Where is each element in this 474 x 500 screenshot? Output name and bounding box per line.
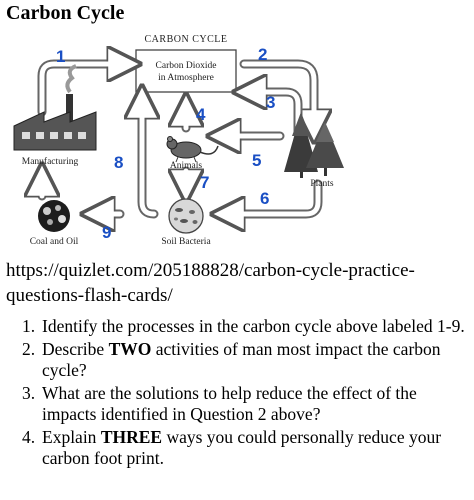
plants-label: Plants bbox=[310, 179, 334, 189]
coal-icon bbox=[38, 200, 70, 232]
arrow-manufacturing-to-atmosphere bbox=[37, 64, 128, 117]
question-emphasis: TWO bbox=[108, 338, 152, 359]
factory-icon bbox=[13, 64, 97, 151]
bacteria-label: Soil Bacteria bbox=[161, 237, 211, 247]
label-6: 6 bbox=[260, 189, 269, 208]
source-url-line2: questions-flash-cards/ bbox=[6, 285, 173, 306]
question-number: 1. bbox=[22, 316, 36, 336]
carbon-cycle-diagram: CARBON CYCLE Carbon Dioxide in Atmospher… bbox=[13, 34, 344, 247]
label-7: 7 bbox=[200, 173, 209, 192]
arrow-atmosphere-to-plants bbox=[239, 59, 314, 130]
arrow-bacteria-to-atmosphere bbox=[142, 98, 154, 219]
manufacturing-label: Manufacturing bbox=[22, 156, 79, 167]
bacteria-icon bbox=[168, 198, 204, 234]
coal-label: Coal and Oil bbox=[30, 237, 79, 247]
question-item: 4. Explain THREE ways you could personall… bbox=[22, 427, 468, 470]
question-text: ways you could personally reduce your ca… bbox=[42, 426, 442, 469]
question-number: 4. bbox=[22, 426, 36, 447]
source-url-line1: https://quizlet.com/205188828/carbon-cyc… bbox=[6, 260, 415, 281]
label-3: 3 bbox=[266, 93, 275, 112]
label-2: 2 bbox=[258, 45, 267, 64]
label-1: 1 bbox=[56, 47, 65, 66]
question-text: What are the solutions to help reduce th… bbox=[42, 382, 417, 425]
question-number: 3. bbox=[22, 382, 36, 403]
atmosphere-box: Carbon Dioxide in Atmosphere bbox=[135, 49, 237, 93]
arrow-plants-to-bacteria bbox=[224, 179, 323, 214]
arrow-plants-to-atmosphere bbox=[246, 92, 303, 137]
animals-label: Animals bbox=[170, 161, 202, 171]
animal-icon bbox=[166, 136, 219, 163]
diagram-heading: CARBON CYCLE bbox=[145, 34, 228, 45]
question-text: Explain bbox=[42, 426, 101, 447]
question-item: 2. Describe TWO activities of man most im… bbox=[22, 339, 468, 382]
trees-icon bbox=[284, 112, 344, 178]
page-title: Carbon Cycle bbox=[6, 2, 125, 24]
label-4: 4 bbox=[196, 105, 206, 124]
question-emphasis: THREE bbox=[100, 426, 163, 447]
atmosphere-label-line1: Carbon Dioxide bbox=[156, 61, 217, 71]
question-list: 1. Identify the processes in the carbon c… bbox=[22, 316, 468, 471]
label-8: 8 bbox=[114, 153, 123, 172]
question-text: activities of man most impact the carbon… bbox=[42, 338, 441, 381]
question-text: Identify the processes in the carbon cyc… bbox=[42, 316, 465, 336]
atmosphere-label-line2: in Atmosphere bbox=[158, 73, 214, 83]
question-item: 3. What are the solutions to help reduce … bbox=[22, 383, 468, 426]
question-item: 1. Identify the processes in the carbon c… bbox=[22, 316, 468, 338]
question-text: Describe bbox=[42, 338, 109, 359]
label-9: 9 bbox=[102, 223, 111, 242]
source-url[interactable]: https://quizlet.com/205188828/carbon-cyc… bbox=[6, 258, 466, 308]
question-number: 2. bbox=[22, 338, 36, 359]
cycle-arrows bbox=[42, 64, 318, 214]
label-5: 5 bbox=[252, 151, 261, 170]
